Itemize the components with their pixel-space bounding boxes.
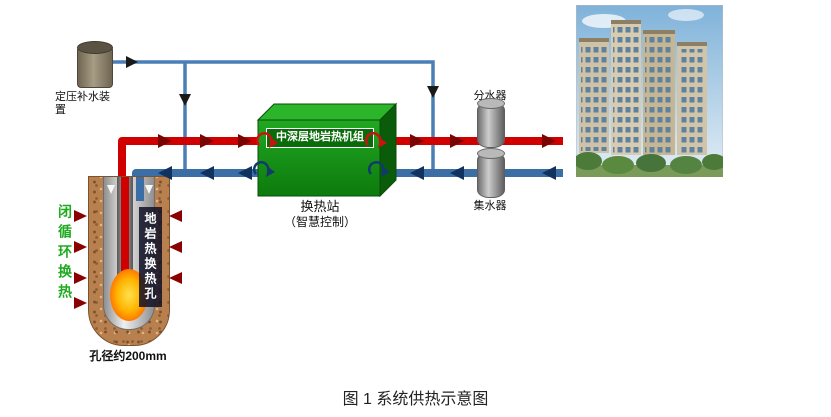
figure-caption: 图 1 系统供热示意图 [342,391,489,408]
heat-unit-side-face [379,102,397,198]
makeup-tank-lid [77,41,113,54]
borehole-supply-core [121,177,129,281]
downflow-arrow [107,185,115,194]
building-tower [611,20,641,155]
cloud [668,9,704,21]
buildings-photo [576,5,723,177]
heat-unit-top-face [256,103,398,121]
makeup-water-line [93,60,435,170]
building-tower [579,38,609,153]
building-tower [677,42,707,155]
station-name: 换热站 [300,199,340,214]
closed-loop-label: 闭循环换热 [57,204,73,304]
distributor-cylinder-top [477,98,505,109]
tree [636,154,666,172]
bore-diameter-label: 孔径约200mm [89,349,167,363]
tree [602,156,634,174]
building-tower [643,30,675,155]
collector-cylinder-top [477,148,505,159]
borehole-strip-label: 地岩热换热孔 [139,207,162,307]
tree [702,154,723,170]
station-subtitle: （智慧控制） [283,215,356,229]
tree [576,152,602,170]
heat-unit-box [256,102,398,198]
heat-unit-label: 中深层地岩热机组 [266,128,374,148]
makeup-tank-label: 定压补水装置 [55,91,110,116]
downflow-arrow [145,185,153,194]
borehole-return-stub [136,177,144,201]
borehole: 地岩热换热孔 [88,176,170,346]
tree [670,156,702,174]
collector-label: 集水器 [473,200,507,212]
